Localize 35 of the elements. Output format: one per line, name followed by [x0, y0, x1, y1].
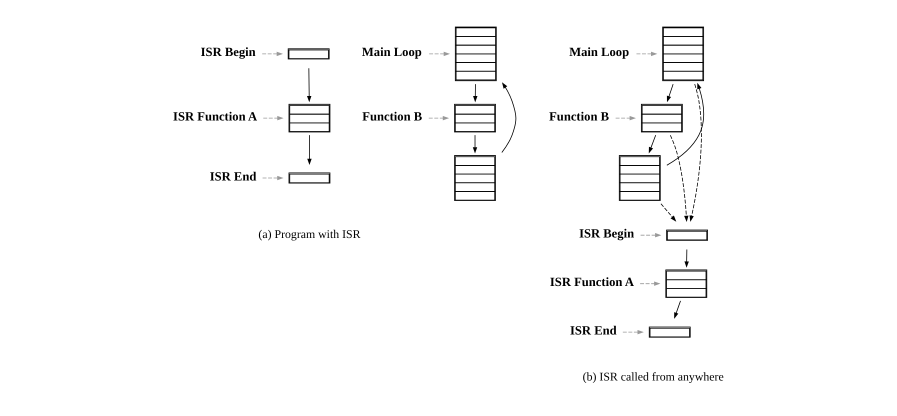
- arrow: [262, 116, 284, 120]
- arrow: [666, 84, 674, 102]
- arrow: [262, 176, 284, 180]
- arrow: [428, 52, 450, 56]
- arrow: [306, 134, 312, 166]
- arrow: [306, 68, 311, 102]
- arrow: [666, 82, 704, 166]
- node-text: ISR End: [209, 169, 256, 184]
- node-text: ISR End: [570, 323, 616, 338]
- arrow: [640, 232, 661, 238]
- node-text: ISR Function A: [549, 274, 634, 289]
- arrow: [660, 203, 676, 222]
- arrow: [614, 116, 636, 120]
- node-text: Function B: [362, 109, 422, 124]
- arrow: [639, 281, 660, 286]
- node-text: Main Loop: [568, 45, 629, 60]
- arrow: [636, 52, 657, 56]
- arrow: [472, 84, 477, 102]
- arrow: [622, 330, 644, 334]
- arrow: [674, 300, 680, 319]
- label: (b) ISR called from anywhere: [582, 370, 724, 384]
- arrow: [428, 116, 449, 120]
- arrow: [472, 134, 477, 154]
- arrow: [689, 84, 702, 222]
- node-text: Function B: [548, 109, 609, 124]
- node-text: ISR Begin: [200, 45, 256, 60]
- label: (a) Program with ISR: [258, 226, 360, 241]
- arrow: [684, 249, 688, 268]
- arrow: [669, 134, 688, 222]
- arrow: [648, 134, 656, 154]
- node-text: ISR Function A: [172, 109, 257, 124]
- node-text: ISR Begin: [578, 226, 634, 240]
- node-text: Main Loop: [361, 45, 422, 60]
- arrow: [261, 52, 282, 56]
- arrow: [500, 82, 516, 153]
